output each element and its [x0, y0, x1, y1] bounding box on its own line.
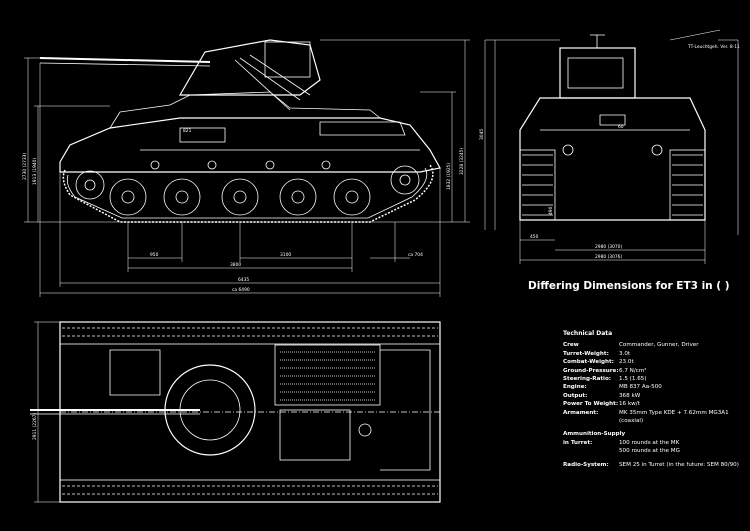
dim-front-60: 60 [618, 124, 624, 130]
dim-top-w: 2911 (2267) [32, 413, 38, 440]
tech-key: Power To Weight: [563, 401, 619, 408]
tech-value: 1.5 (1.65) [619, 376, 647, 383]
tech-key: Crew [563, 342, 579, 349]
tech-value: Commander, Gunner, Driver [619, 342, 699, 349]
tech-key: Combat-Weight: [563, 359, 614, 366]
tech-row: Turret-Weight: 3.0t [563, 350, 739, 358]
tech-value: 3.0t [619, 350, 631, 357]
tech-row: Ground-Pressure:6.7 N/cm² [563, 367, 739, 375]
tech-key: Engine: [563, 384, 587, 391]
ammo-key [563, 447, 619, 455]
tech-key: Armament: [563, 409, 599, 416]
tech-key: Ground-Pressure: [563, 367, 619, 374]
dim-821: 821 [183, 128, 192, 134]
dim-side-h3: 3228 (3245) [459, 148, 465, 175]
tech-row: Combat-Weight: 23.0t [563, 358, 739, 366]
dim-3800: 3800 [230, 262, 241, 268]
side-view [39, 39, 441, 223]
tech-value: MB 837 Aa-500 [619, 384, 662, 391]
radio-value: SEM 25 in Turret (in the future: SEM 80/… [619, 461, 739, 468]
dim-ca704: ca 704 [408, 252, 423, 258]
dim-front-450: 450 [530, 234, 539, 240]
tech-value: 16 kw/t [619, 401, 640, 408]
radio-row: Radio-System: SEM 25 in Turret (in the fu… [563, 461, 739, 469]
top-view [30, 321, 441, 503]
ammo-row: in Turret: 100 rounds at the MK [563, 439, 739, 447]
dim-3100: 3100 [280, 252, 291, 258]
ammo-row: 500 rounds at the MG [563, 447, 739, 455]
ammo-value: 500 rounds at the MG [619, 448, 680, 455]
dim-front-490: 490 [548, 206, 554, 215]
tech-key: Output: [563, 392, 588, 399]
dim-side-h4: 1832 (1925) [446, 163, 452, 190]
tech-row: Steering-Ratio: 1.5 (1.65) [563, 375, 739, 383]
tech-row: Output: 368 kW [563, 392, 739, 400]
tech-row: Armament: MK 35mm Type KDE + 7.62mm MG3A1… [563, 409, 739, 426]
tech-key: Steering-Ratio: [563, 376, 612, 383]
dim-side-h1: 2730 (2733) [22, 153, 28, 180]
dim-front-label: TT-Leuchtgeh. Ver. 8-11 [687, 44, 740, 50]
tech-key: Turret-Weight: [563, 350, 609, 357]
ammo-title: Ammunition-Supply [563, 431, 626, 438]
dim-front-w2: 2980 (3076) [595, 254, 622, 260]
ammo-key: in Turret: [563, 439, 593, 446]
tech-value: 368 kW [619, 392, 641, 399]
dim-front-h: 3045 [479, 129, 485, 140]
front-view [519, 34, 706, 221]
technical-data-panel: Technical Data Crew Commander, Gunner, Dr… [563, 330, 739, 469]
caption: Differing Dimensions for ET3 in ( ) [528, 280, 730, 292]
dim-front-w1: 2980 (3070) [595, 244, 622, 250]
dim-side-h2: 1913 (1940) [32, 158, 38, 185]
tech-row: Crew Commander, Gunner, Driver [563, 341, 739, 349]
tech-row: Power To Weight:16 kw/t [563, 400, 739, 408]
tech-value: 6.7 N/cm² [619, 367, 647, 374]
tech-value: MK 35mm Type KDE + 7.62mm MG3A1 (coaxial… [619, 409, 729, 425]
ammo-value: 100 rounds at the MK [619, 439, 680, 446]
radio-key: Radio-System: [563, 461, 609, 468]
tech-title: Technical Data [563, 330, 613, 337]
dim-6435: 6435 [238, 277, 249, 283]
dim-950: 950 [150, 252, 159, 258]
dim-6490: ca 6490 [232, 287, 250, 293]
tech-value: 23.0t [619, 359, 634, 366]
tech-row: Engine: MB 837 Aa-500 [563, 383, 739, 391]
